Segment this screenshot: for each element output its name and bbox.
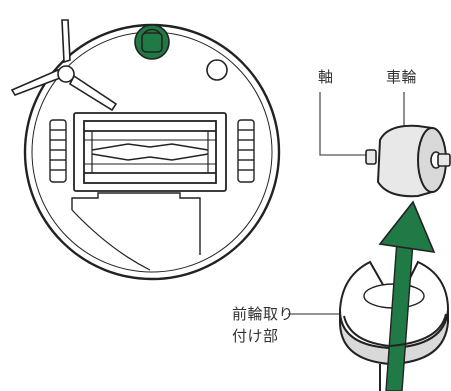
mount-label: 前輪取り 付け部 xyxy=(232,303,294,347)
mount-front-lip xyxy=(343,313,447,348)
right-ridge-slot xyxy=(237,119,255,183)
arrow-head xyxy=(378,200,436,253)
insertion-arrow xyxy=(378,200,436,391)
leader-lines xyxy=(288,92,405,315)
axle-stub-right xyxy=(437,153,451,167)
charging-contact xyxy=(206,59,228,81)
front-caster-green xyxy=(134,24,170,60)
dust-bin-outline xyxy=(71,192,201,255)
robot-underside xyxy=(10,19,281,281)
left-ridge-slot xyxy=(49,119,67,183)
axle-label: 軸 xyxy=(318,68,334,86)
axle-leader-line xyxy=(319,92,368,156)
mount-label-line2: 付け部 xyxy=(232,327,279,345)
main-brush-housing xyxy=(73,112,227,192)
mount-label-line1: 前輪取り xyxy=(232,305,295,323)
dust-bin-curve xyxy=(71,209,151,271)
side-brush xyxy=(10,19,118,112)
axle-stub-left xyxy=(365,149,377,165)
front-wheel xyxy=(365,124,451,198)
wheel-label: 車輪 xyxy=(386,68,418,86)
